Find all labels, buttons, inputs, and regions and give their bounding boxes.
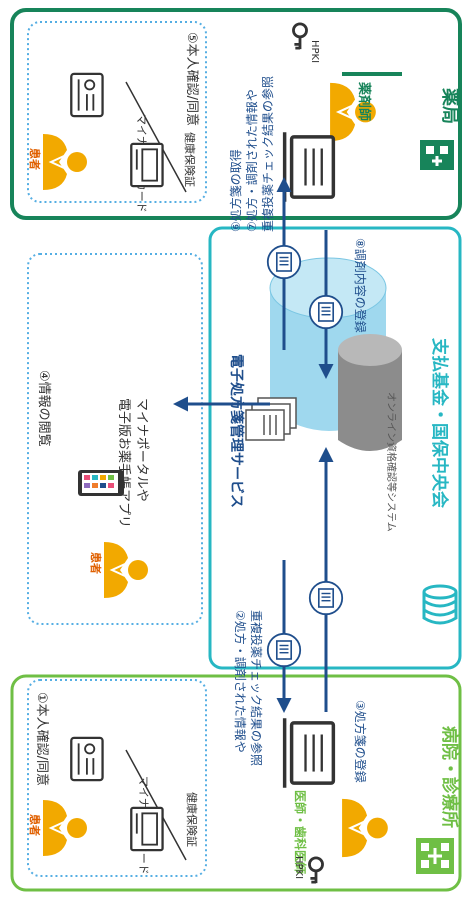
- service-name: 電子処方箋管理サービス: [228, 354, 245, 508]
- step8-label: ⑧調剤内容の登録: [353, 238, 368, 333]
- pharmacy-key-icon: [292, 22, 308, 50]
- service-box: [208, 226, 462, 670]
- hospital-key-icon: [308, 856, 324, 884]
- pharmacist-tie: [342, 72, 402, 76]
- document-icon: [308, 580, 344, 616]
- document-icon: [266, 244, 302, 280]
- org-name: 支払基金・国保中央会: [429, 338, 450, 508]
- pharmacy-patient-box: [27, 21, 207, 203]
- viewer-app-line2: 電子版お薬手帳アプリ: [116, 398, 131, 528]
- step2-line2: 重複投薬チェック結果の参照: [249, 610, 264, 766]
- step7-line2: 重複投薬チェック結果の参照: [260, 76, 275, 232]
- pharmacy-insurance-label: 健康保険証: [183, 132, 197, 187]
- hospital-patient-label: 患者: [28, 814, 42, 836]
- pharmacy-patient-label: 患者: [28, 148, 42, 170]
- pharmacy-patient-icon: [42, 133, 88, 191]
- doctor-label: 医師・歯科医師: [293, 790, 308, 874]
- document-icon: [308, 294, 344, 330]
- step6-label: ⑥処方箋の取得: [228, 149, 243, 232]
- hospital-my-number-card-icon: [70, 736, 104, 782]
- pharmacist-label: 薬剤師: [356, 81, 372, 121]
- pharmacy-title: 薬局: [439, 88, 460, 124]
- pharmacy-box: [10, 8, 462, 220]
- pharmacy-my-number-card-icon: [70, 72, 104, 118]
- step4-label: ④情報の閲覧: [36, 370, 52, 447]
- smartphone-icon: [78, 470, 124, 496]
- hospital-divider: [125, 749, 187, 861]
- hospital-hpki-label: HPKI: [293, 856, 304, 879]
- pharmacy-step5-label: ⑤本人確認/同意: [184, 32, 200, 126]
- hospital-insurance-card-icon: [130, 806, 164, 852]
- document-icon: [266, 632, 302, 668]
- system-name: オンライン資格確認等システム: [385, 392, 398, 532]
- viewer-app-line1: マイナポータルや: [134, 398, 149, 502]
- viewer-patient-label: 患者: [89, 552, 103, 574]
- doctor-icon: [341, 797, 389, 859]
- pharmacy-insurance-card-icon: [130, 142, 164, 188]
- hospital-step1-label: ①本人確認/同意: [34, 692, 50, 786]
- hospital-building-icon: [416, 838, 454, 874]
- step7-line1: ⑦処方・調剤された情報や: [244, 89, 259, 232]
- hospital-insurance-label: 健康保険証: [185, 792, 199, 847]
- hospital-computer-icon: [282, 718, 336, 788]
- viewer-patient-icon: [103, 541, 149, 599]
- hospital-patient-icon: [42, 799, 88, 857]
- viewer-box: [27, 253, 203, 625]
- org-database-icon: [422, 584, 458, 625]
- pharmacy-building-icon: [420, 140, 454, 170]
- pharmacy-hpki-label: HPKI: [309, 40, 320, 63]
- hospital-box: [10, 674, 462, 892]
- pharmacy-computer-icon: [282, 132, 336, 202]
- system-database-icon: [338, 334, 402, 451]
- pharmacy-divider: [125, 81, 187, 193]
- hospital-title: 病院・診療所: [439, 726, 460, 828]
- step2-line1: ②処方・調剤された情報や: [233, 610, 248, 753]
- step3-label: ③処方箋の登録: [353, 700, 368, 783]
- hospital-patient-box: [27, 679, 207, 877]
